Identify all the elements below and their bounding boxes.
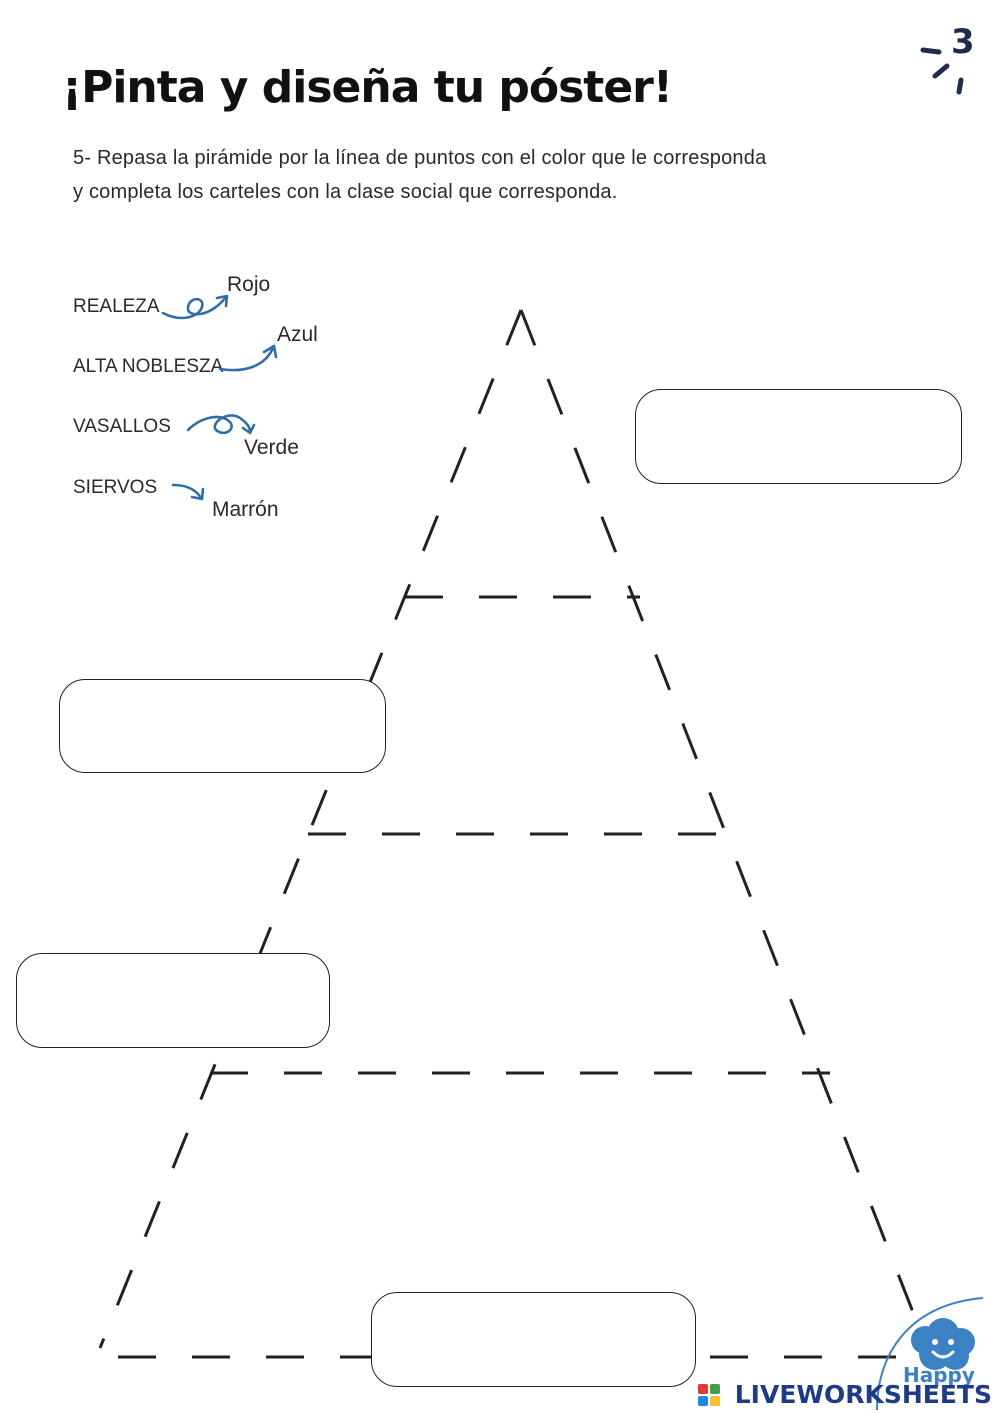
liveworksheets-logo-icon (698, 1384, 720, 1406)
legend-color-verde: Verde (244, 436, 299, 459)
happy-logo-text: Happy (903, 1363, 975, 1387)
answer-input-bottom[interactable] (372, 1293, 699, 1388)
legend-color-marron: Marrón (212, 498, 279, 521)
step-badge: 3 (915, 20, 995, 100)
instruction-line-2: y completa los carteles con la clase soc… (73, 181, 618, 203)
answer-box-top[interactable] (635, 389, 965, 485)
hook-arrow-icon (171, 483, 205, 501)
legend-color-azul: Azul (277, 323, 318, 346)
curly-arrow-icon (161, 294, 229, 320)
cloud-smile-icon (876, 1297, 984, 1411)
legend-class-realeza: REALEZA (73, 296, 160, 317)
sun-rays-icon (920, 27, 988, 95)
liveworksheets-brand[interactable]: LIVEWORKSHEETS (734, 1380, 992, 1409)
pyramid-left-edge[interactable] (98, 309, 523, 1349)
looped-arrow-icon (186, 414, 256, 435)
page-title: ¡Pinta y diseña tu póster! (62, 62, 673, 113)
answer-box-bottom[interactable] (371, 1292, 699, 1388)
legend-class-siervos: SIERVOS (73, 477, 158, 498)
pyramid-right-edge[interactable] (519, 309, 929, 1349)
curved-arrow-icon (218, 344, 278, 372)
legend-class-vasallos: VASALLOS (73, 416, 171, 437)
legend-arrows (161, 294, 278, 501)
instruction-line-1: 5- Repasa la pirámide por la línea de pu… (73, 147, 767, 169)
answer-box-second[interactable] (59, 679, 389, 774)
answer-input-top[interactable] (636, 390, 965, 485)
answer-input-second[interactable] (60, 680, 389, 774)
legend-class-alta-nobleza: ALTA NOBLESZA (73, 356, 224, 377)
legend-color-rojo: Rojo (227, 273, 271, 296)
answer-box-third[interactable] (16, 953, 333, 1049)
answer-input-third[interactable] (17, 954, 333, 1049)
happy-logo: Happy (873, 1290, 1000, 1413)
step-number: 3 (951, 22, 975, 62)
